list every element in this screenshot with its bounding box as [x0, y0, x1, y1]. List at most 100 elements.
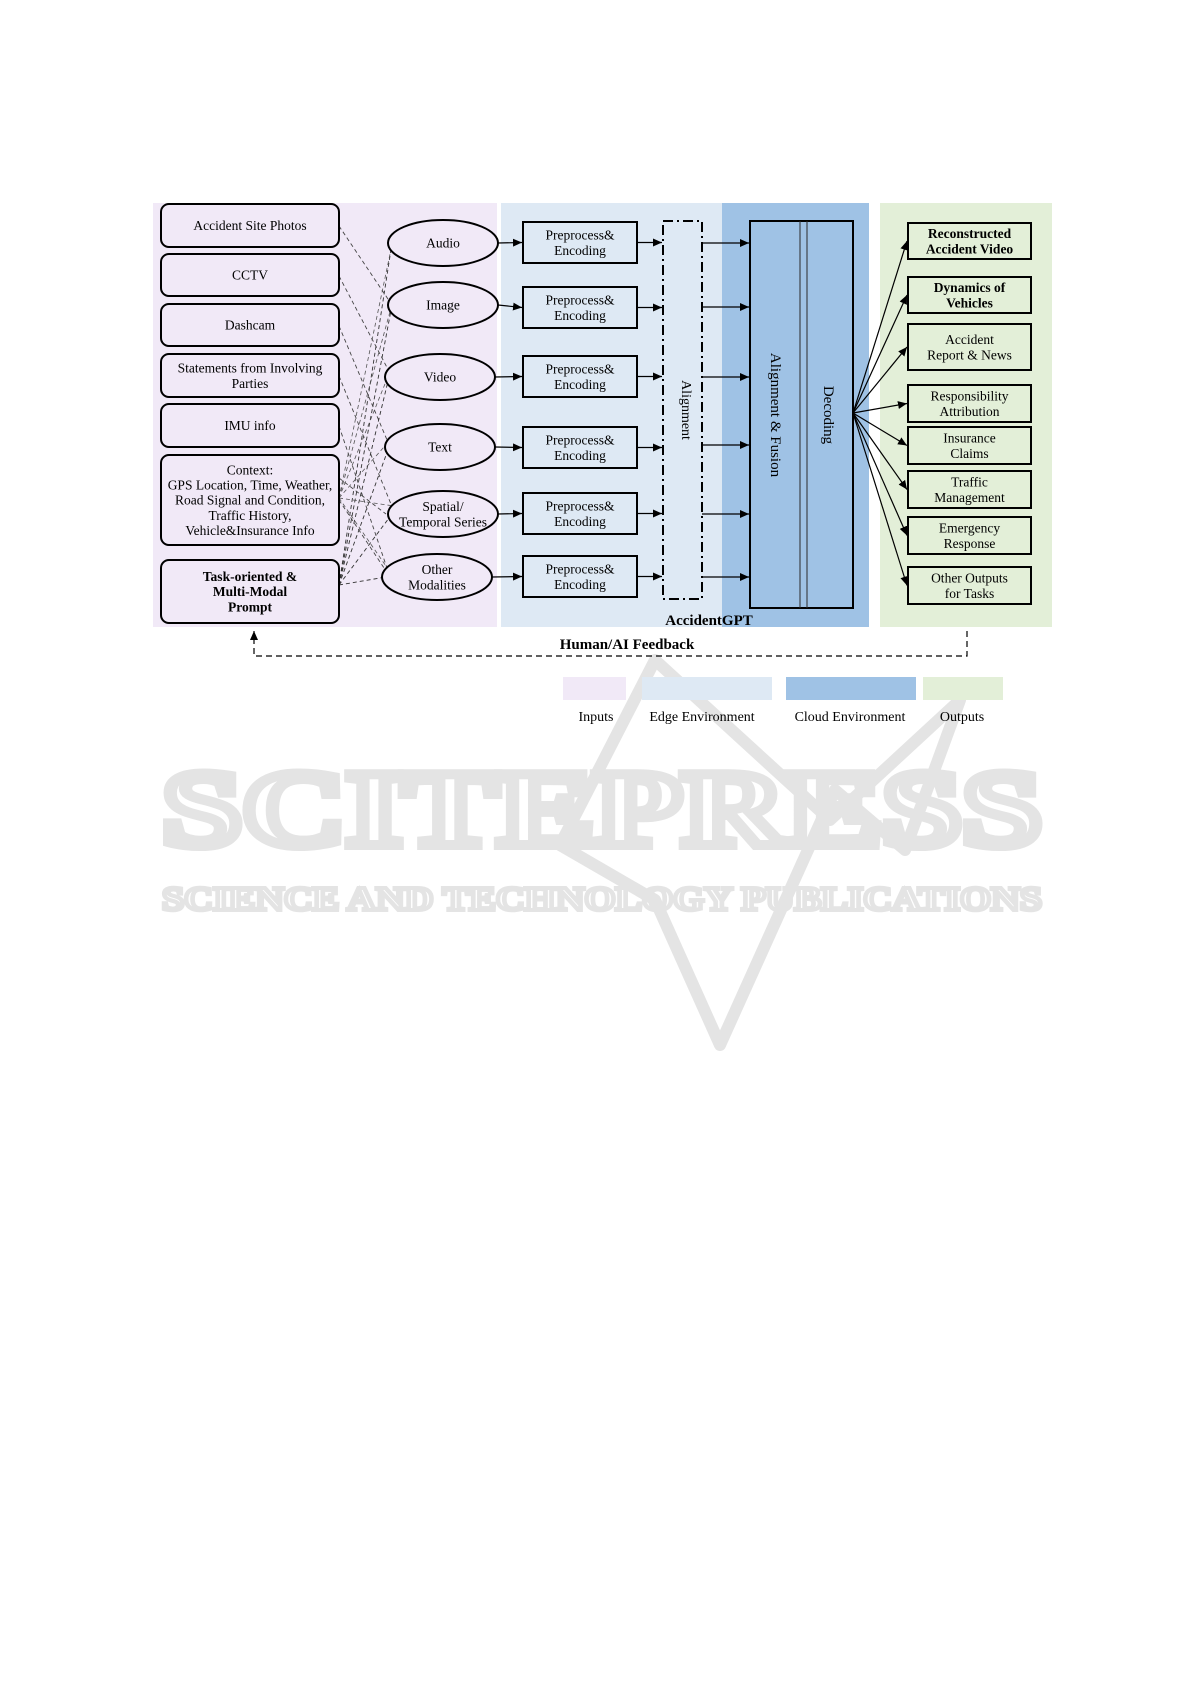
input-label: Traffic History,: [208, 508, 291, 523]
input-modality-link: [338, 225, 393, 306]
decoding-output-arrow: [852, 412, 908, 536]
encoder-box: [522, 492, 638, 535]
modality-ellipse: [387, 281, 499, 329]
input-label: Vehicle&Insurance Info: [185, 523, 315, 538]
output-label: Responsibility: [930, 389, 1008, 404]
context-modality-link: [338, 438, 392, 499]
encoder-box: [522, 426, 638, 469]
modality-ellipse: [387, 219, 499, 267]
input-label: Parties: [232, 376, 269, 391]
input-box: [160, 203, 340, 248]
legend-label: Cloud Environment: [795, 710, 906, 725]
feedback-label: Human/AI Feedback: [560, 637, 695, 653]
input-modality-link: [338, 477, 387, 515]
encoder-label: Encoding: [554, 243, 606, 258]
input-modality-link: [338, 375, 396, 515]
watermark-subtitle: SCIENCE AND TECHNOLOGY PUBLICATIONS: [162, 881, 1042, 918]
output-label: Other Outputs: [931, 571, 1008, 586]
modality-ellipse: [387, 490, 499, 538]
encoder-box: [522, 286, 638, 329]
decoding-output-arrow: [852, 240, 909, 414]
output-label: Insurance: [943, 431, 995, 446]
context-modality-link: [338, 368, 392, 499]
input-label: Task-oriented &: [203, 569, 297, 584]
fusion-label: Alignment & Fusion: [767, 353, 783, 478]
prompt-modality-link: [338, 513, 393, 586]
encoder-label: Preprocess&: [546, 293, 615, 308]
legend-label: Edge Environment: [649, 710, 754, 725]
connection-lines: [338, 225, 909, 586]
encoder-label: Encoding: [554, 514, 606, 529]
output-label: Report & News: [927, 347, 1012, 362]
output-box: [907, 426, 1032, 465]
modality-encoder-arrow: [494, 372, 523, 381]
fusion-decoding-box: [749, 220, 854, 609]
output-box: [907, 516, 1032, 555]
context-modality-link: [338, 497, 395, 507]
output-label: Reconstructed: [928, 226, 1012, 241]
modality-label: Spatial/: [422, 499, 463, 514]
input-modality-link: [338, 425, 391, 578]
output-label: Traffic: [951, 475, 988, 490]
prompt-modality-link: [338, 576, 387, 586]
encoder-label: Encoding: [554, 448, 606, 463]
modality-label: Text: [428, 440, 452, 455]
input-box: [160, 303, 340, 347]
input-label: Dashcam: [225, 318, 276, 333]
decoding-output-arrow: [852, 294, 908, 414]
input-label: Road Signal and Condition,: [175, 493, 325, 508]
encoder-label: Preprocess&: [546, 562, 615, 577]
legend-swatch: [923, 677, 1003, 700]
alignment-label: Alignment: [678, 380, 693, 440]
input-modality-link: [338, 275, 393, 378]
input-box: [160, 253, 340, 297]
modality-encoder-arrow: [494, 443, 523, 452]
modality-label: Other: [422, 562, 453, 577]
output-box: [907, 384, 1032, 423]
output-box: [907, 222, 1032, 260]
output-box: [907, 276, 1032, 314]
input-label: GPS Location, Time, Weather,: [168, 478, 333, 493]
output-label: Management: [934, 490, 1005, 505]
prompt-modality-link: [338, 242, 393, 586]
decoding-output-arrow: [852, 412, 908, 447]
encoder-box: [522, 555, 638, 598]
output-label: Accident: [945, 332, 994, 347]
encoders: Preprocess&EncodingPreprocess&EncodingPr…: [522, 221, 638, 598]
input-label: Context:: [227, 462, 274, 477]
input-label: Accident Site Photos: [193, 218, 306, 233]
modality-label: Image: [426, 298, 460, 313]
legend-swatch: [642, 677, 772, 700]
legend-swatch: [563, 677, 626, 700]
modality-encoder-arrow: [497, 509, 523, 518]
input-box: [160, 353, 340, 398]
feedback-line: [250, 631, 968, 657]
input-modality-link: [338, 499, 391, 578]
output-label: Claims: [950, 446, 988, 461]
input-modality-link: [338, 325, 391, 448]
modality-ellipse: [384, 353, 496, 401]
output-box: [907, 323, 1032, 371]
output-label: Attribution: [940, 404, 1000, 419]
modality-ellipse: [384, 423, 496, 471]
encoder-label: Preprocess&: [546, 362, 615, 377]
output-box: [907, 470, 1032, 509]
system-label: AccidentGPT: [665, 613, 753, 629]
watermark-logo-shape: [554, 654, 966, 1051]
decoding-output-arrow: [852, 346, 908, 414]
decoding-label: Decoding: [820, 386, 836, 445]
decoding-output-arrow: [852, 412, 909, 586]
context-modality-link: [338, 234, 395, 499]
output-label: Vehicles: [946, 295, 993, 310]
input-sources: Accident Site PhotosCCTVDashcamStatement…: [160, 203, 340, 624]
prompt-modality-link: [338, 304, 393, 586]
legend-label: Outputs: [940, 710, 984, 725]
output-box: [907, 566, 1032, 605]
encoder-label: Encoding: [554, 308, 606, 323]
modality-label: Audio: [426, 236, 460, 251]
decoding-output-arrow: [852, 401, 908, 414]
